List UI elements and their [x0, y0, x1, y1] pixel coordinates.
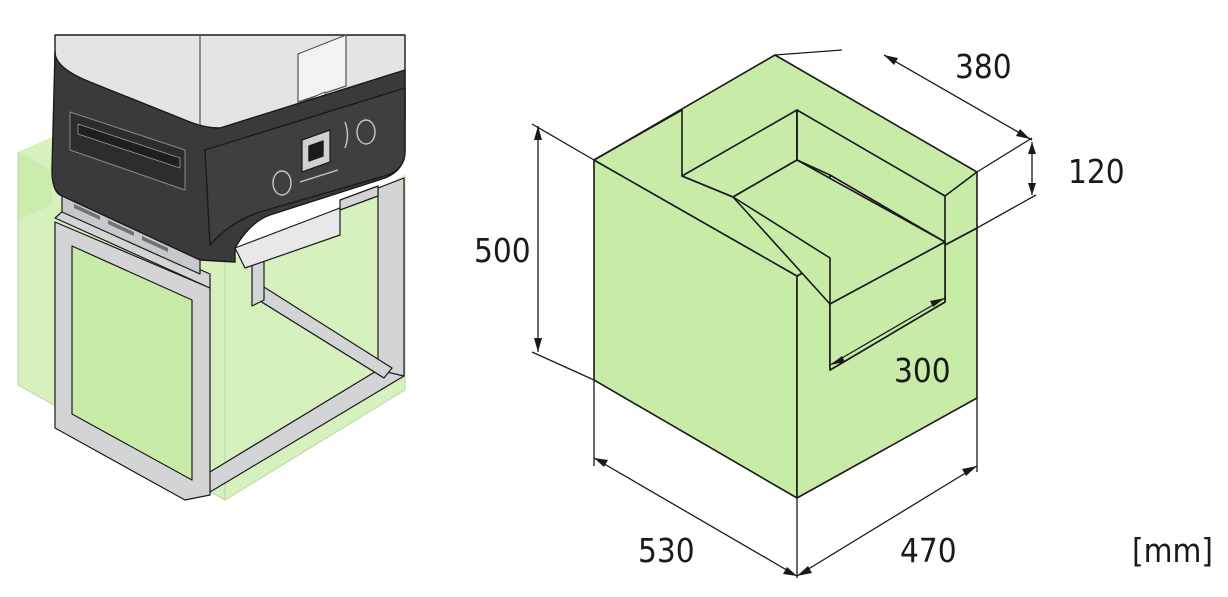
printer-on-stand-illustration — [17, 34, 406, 501]
dim-depth-left-label: 530 — [638, 531, 695, 570]
unit-label: [mm] — [1132, 531, 1213, 570]
dim-depth-right-label: 470 — [900, 531, 957, 570]
dim-cutout-width-label: 380 — [955, 47, 1012, 86]
stand-frame — [54, 177, 405, 501]
dim-cutout-depth-label: 300 — [894, 351, 951, 390]
cutout-inner-side — [829, 241, 946, 371]
dim-height-label: 500 — [474, 231, 531, 270]
clearance-block — [593, 54, 978, 499]
crossbar-slots — [74, 204, 168, 252]
dimension-lines — [531, 49, 1037, 578]
printer-body — [51, 34, 406, 269]
dim-cutout-height-label: 120 — [1068, 152, 1125, 191]
